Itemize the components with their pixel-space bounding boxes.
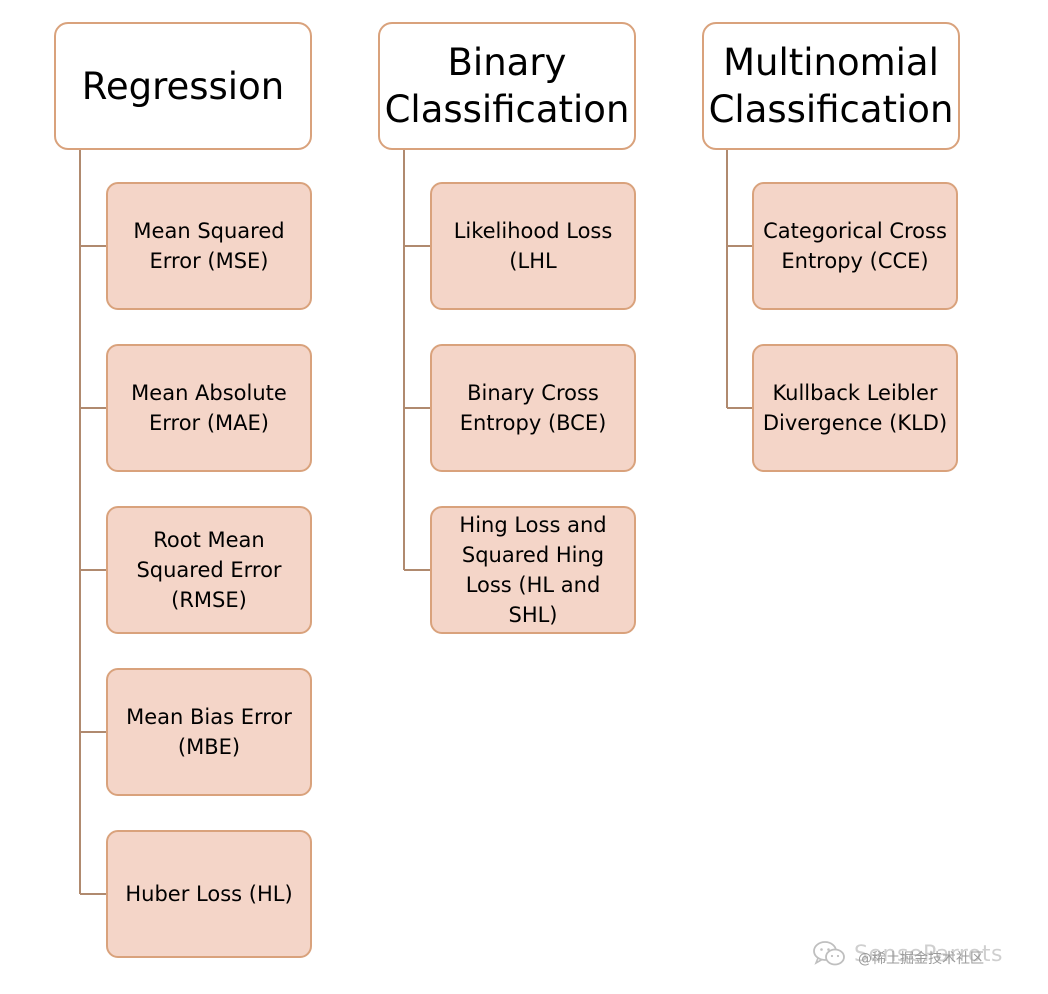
item-mbe: Mean Bias Error (MBE) — [106, 668, 312, 796]
watermark: SenseParrots @稀土掘金技术社区 — [812, 936, 1042, 972]
item-mse: Mean Squared Error (MSE) — [106, 182, 312, 310]
item-huber-loss: Huber Loss (HL) — [106, 830, 312, 958]
item-rmse: Root Mean Squared Error (RMSE) — [106, 506, 312, 634]
header-regression: Regression — [54, 22, 312, 150]
wechat-icon — [813, 941, 845, 966]
item-likelihood-loss: Likelihood Loss (LHL — [430, 182, 636, 310]
header-multinomial-classification: Multinomial Classification — [702, 22, 960, 150]
header-binary-classification: Binary Classification — [378, 22, 636, 150]
item-binary-cross-entropy: Binary Cross Entropy (BCE) — [430, 344, 636, 472]
item-kullback-leibler: Kullback Leibler Divergence (KLD) — [752, 344, 958, 472]
watermark-overlay: @稀土掘金技术社区 — [858, 950, 984, 967]
item-mae: Mean Absolute Error (MAE) — [106, 344, 312, 472]
item-hinge-loss: Hing Loss and Squared Hing Loss (HL and … — [430, 506, 636, 634]
watermark-brand: SenseParrots — [854, 941, 1003, 967]
item-categorical-cross-entropy: Categorical Cross Entropy (CCE) — [752, 182, 958, 310]
